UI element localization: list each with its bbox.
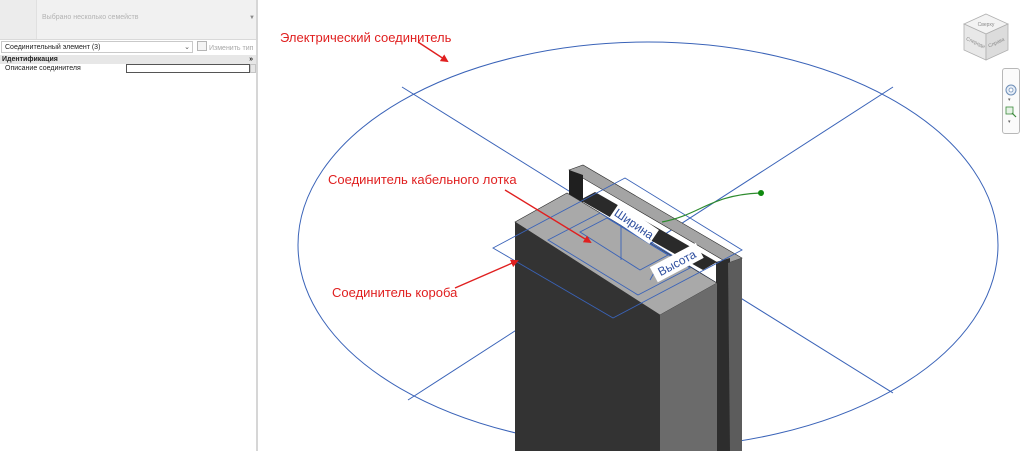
section-title: Идентификация (2, 56, 58, 63)
steering-wheel-dropdown-icon[interactable]: ▾ (1008, 97, 1011, 103)
conduit-box-solid[interactable] (514, 192, 718, 451)
connector-endpoint[interactable] (758, 190, 764, 196)
viewcube[interactable]: Сверху Спереди Справа (958, 10, 1014, 66)
chevron-down-icon[interactable]: ⌄ (184, 44, 190, 51)
conduit-annotation-arrow (454, 259, 519, 289)
type-preview-image (0, 0, 37, 39)
electrical-annotation-arrow (417, 41, 449, 63)
viewcube-icon[interactable]: Сверху Спереди Справа (958, 10, 1014, 66)
edit-type-icon (197, 41, 207, 51)
instance-filter-select[interactable]: Соединительный элемент (3) ⌄ (1, 41, 193, 53)
cable-tray-back-plate[interactable] (568, 164, 743, 451)
type-selector-name: Выбрано несколько семейств (42, 14, 139, 21)
type-selector[interactable]: Выбрано несколько семейств ▼ (0, 0, 256, 40)
section-header-identity[interactable]: Идентификация » (0, 55, 256, 64)
edit-type-button[interactable]: Изменить тип (197, 41, 255, 53)
navigation-bar: ▾ ▾ (1002, 68, 1020, 134)
collapse-icon[interactable]: » (249, 56, 253, 63)
instance-filter-row: Соединительный элемент (3) ⌄ Изменить ти… (0, 41, 256, 54)
parameter-label: Описание соединителя (5, 65, 81, 72)
type-selector-dropdown-icon[interactable]: ▼ (249, 15, 255, 21)
instance-filter-value: Соединительный элемент (3) (5, 44, 101, 51)
zoom-icon[interactable] (1005, 105, 1017, 118)
cable-tray-connector-annotation: Соединитель кабельного лотка (328, 172, 517, 187)
conduit-connector-annotation: Соединитель короба (332, 285, 458, 300)
steering-wheel-icon[interactable] (1005, 83, 1017, 96)
edit-type-label: Изменить тип (209, 45, 254, 52)
parameter-row-connector-description: Описание соединителя (0, 64, 256, 74)
connector-description-field[interactable] (126, 64, 250, 73)
properties-palette: Выбрано несколько семейств ▼ Соединитель… (0, 0, 258, 451)
zoom-dropdown-icon[interactable]: ▾ (1008, 119, 1011, 125)
parameter-browse-button[interactable] (250, 64, 256, 73)
electrical-connector-annotation: Электрический соединитель (280, 30, 452, 45)
flex-cable-curve[interactable] (661, 192, 761, 223)
cable-tray-annotation-arrow (504, 189, 592, 244)
viewcube-face-top: Сверху (978, 22, 995, 28)
